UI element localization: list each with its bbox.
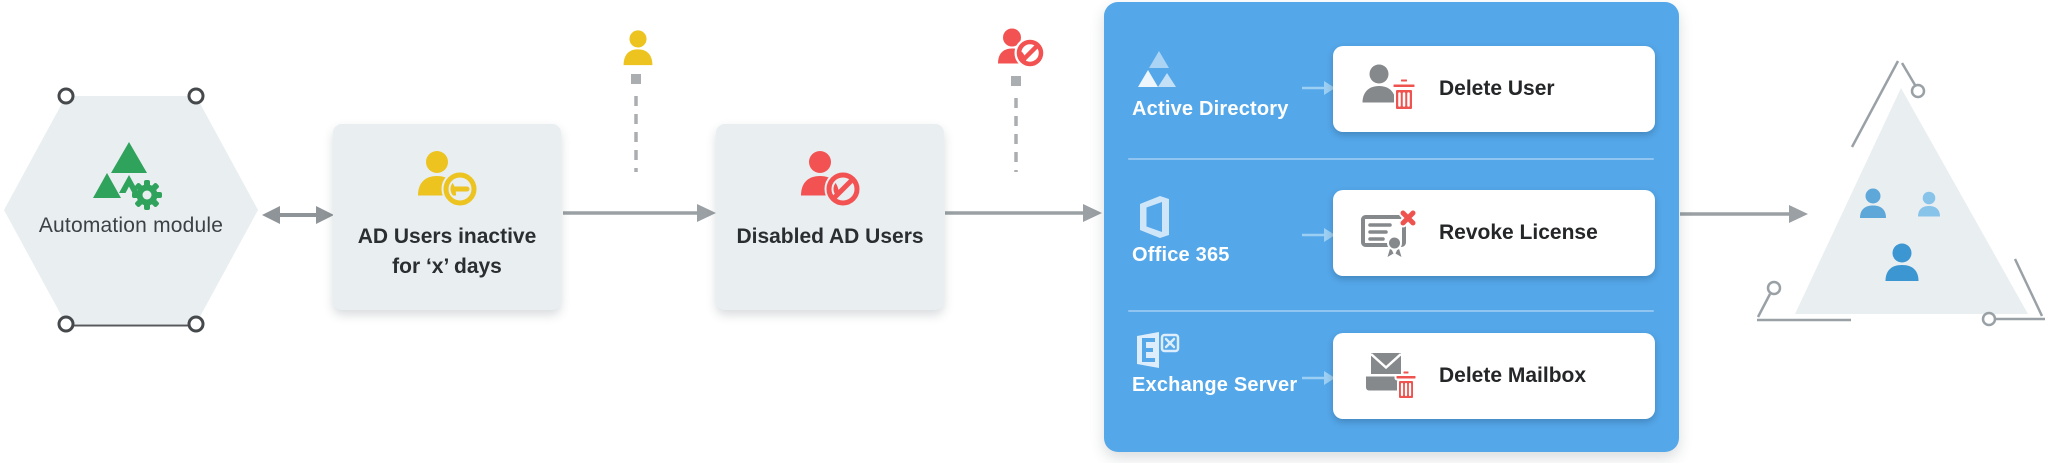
actions-panel: Active Directory	[1104, 2, 1679, 452]
service-label-office-365: Office 365	[1132, 244, 1230, 266]
service-label-exchange-server: Exchange Server	[1132, 374, 1298, 396]
delete-user-icon	[1362, 64, 1417, 111]
arrow-inactive-to-disabled	[563, 204, 716, 222]
user-dark-icon	[1885, 243, 1919, 281]
delete-mailbox-icon	[1366, 353, 1418, 400]
service-label-active-directory: Active Directory	[1132, 98, 1289, 120]
active-directory-icon	[1138, 51, 1176, 87]
hexagon-corner-handles	[57, 87, 205, 333]
inactive-box-label-line2: for ‘x’ days	[392, 255, 502, 278]
user-blocked-icon	[998, 28, 1046, 69]
organization-users-triangle-icon	[1860, 188, 1940, 281]
automation-triangles-gear-icon	[93, 142, 162, 210]
disabled-box-label: Disabled AD Users	[736, 225, 924, 248]
dashed-stem-inactive	[631, 74, 641, 172]
office-365-icon	[1140, 196, 1169, 238]
arrow-panel-to-organization	[1680, 205, 1808, 223]
revoke-license-icon	[1361, 208, 1418, 257]
inactive-box-label-line1: AD Users inactive	[357, 225, 537, 248]
hexagon-shape	[4, 96, 258, 324]
triangle-sketch-decoration	[1756, 60, 2045, 327]
revoke-license-label: Revoke License	[1439, 221, 1598, 244]
exchange-server-icon	[1137, 332, 1180, 368]
automation-module-label: Automation module	[38, 214, 224, 237]
delete-mailbox-card[interactable]: Delete Mailbox	[1333, 333, 1655, 419]
double-arrow	[262, 206, 334, 224]
dashed-stem-disabled	[1011, 76, 1021, 172]
user-icon	[623, 30, 653, 66]
arrow-disabled-to-panel	[945, 204, 1102, 222]
panel-divider	[1128, 158, 1654, 160]
row-arrow-icon	[1302, 81, 1335, 95]
inactive-users-box[interactable]: AD Users inactive for ‘x’ days	[333, 124, 561, 310]
user-blocked-icon	[801, 151, 862, 208]
delete-user-label: Delete User	[1439, 77, 1555, 100]
delete-user-card[interactable]: Delete User	[1333, 46, 1655, 132]
user-minus-icon	[418, 151, 479, 208]
row-arrow-icon	[1302, 228, 1335, 242]
row-arrow-icon	[1302, 371, 1335, 385]
user-light-icon	[1918, 191, 1940, 217]
organization-triangle-shape	[1795, 88, 2028, 314]
user-mid-icon	[1860, 188, 1886, 218]
disabled-users-box[interactable]: Disabled AD Users	[716, 124, 944, 310]
delete-mailbox-label: Delete Mailbox	[1439, 364, 1587, 387]
panel-divider	[1128, 310, 1654, 312]
revoke-license-card[interactable]: Revoke License	[1333, 190, 1655, 276]
